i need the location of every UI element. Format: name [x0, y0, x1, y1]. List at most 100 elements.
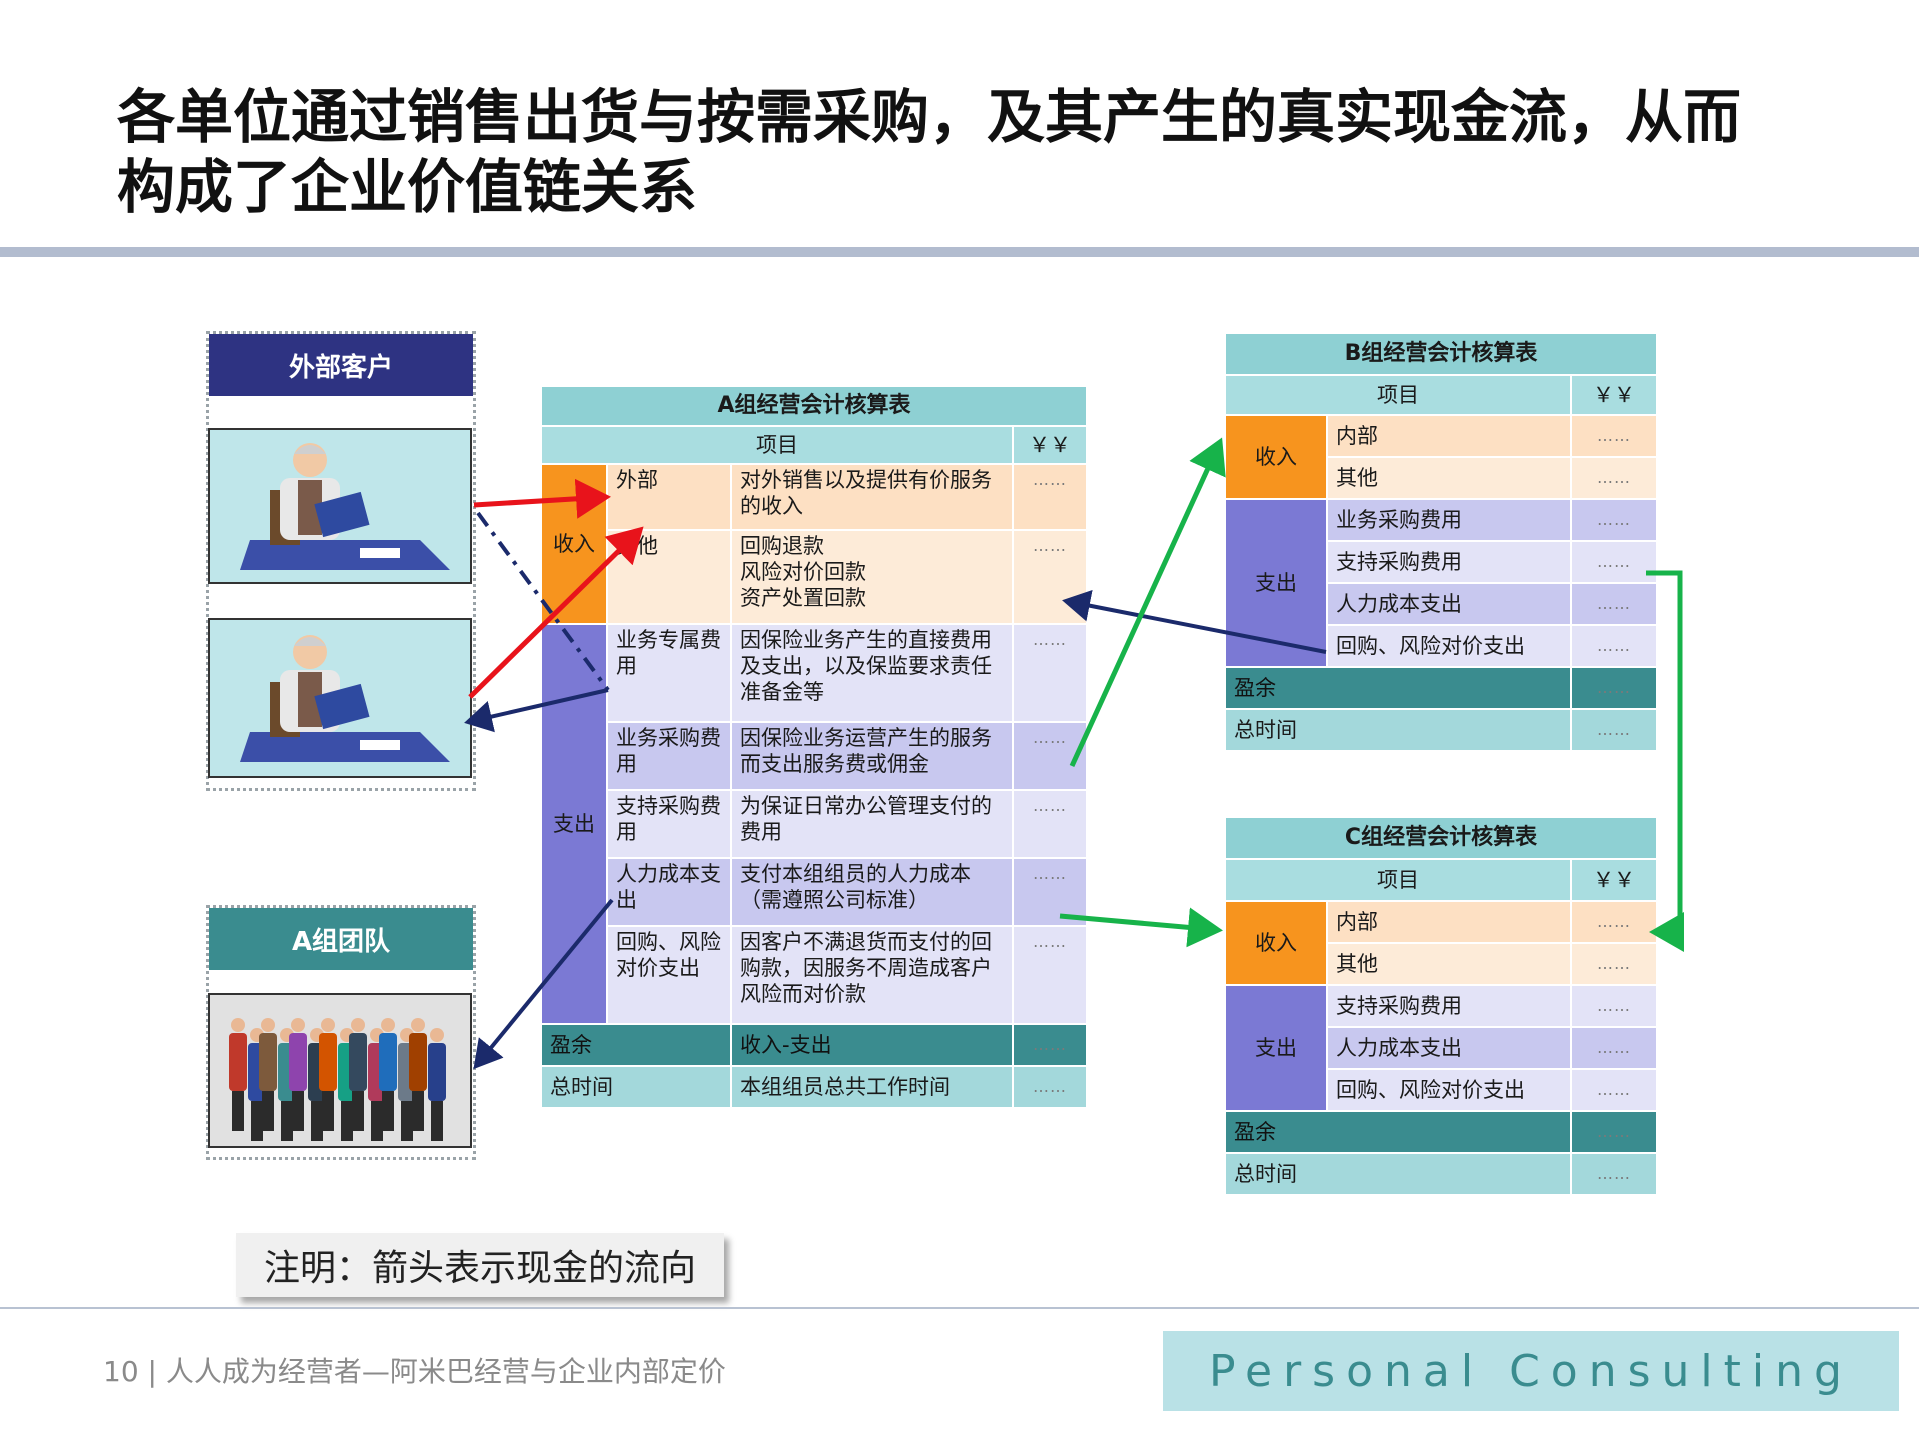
- table-a-row-desc: 因客户不满退货而支付的回购款，因服务不周造成客户风险而对价款: [730, 925, 1014, 1025]
- table-a-row-sub: 外部: [606, 463, 732, 531]
- table-a-row-sub: 业务采购费用: [606, 721, 732, 791]
- team-people-icon: [229, 1018, 446, 1141]
- table-b-income-value: ……: [1569, 414, 1659, 458]
- table-a-expense-category: 支出: [540, 623, 608, 1025]
- table-b-income-item: 内部: [1326, 414, 1572, 458]
- table-a-surplus-label: 盈余: [540, 1023, 732, 1067]
- table-c-title: C组经营会计核算表: [1223, 816, 1659, 860]
- table-c: C组经营会计核算表 项目 ￥￥ 收入 内部 …… 其他 …… 支出 支持采购费用…: [1223, 816, 1659, 1196]
- table-b-col-yen: ￥￥: [1569, 374, 1659, 416]
- table-b-time-value: ……: [1569, 708, 1659, 752]
- table-c-expense-item: 支持采购费用: [1326, 984, 1572, 1028]
- table-a-surplus-desc: 收入-支出: [730, 1023, 1014, 1067]
- table-a-row-desc: 支付本组组员的人力成本（需遵照公司标准）: [730, 857, 1014, 927]
- table-c-col-yen: ￥￥: [1569, 858, 1659, 902]
- person-figure: [428, 1028, 446, 1141]
- table-a-surplus-value: ……: [1011, 1023, 1089, 1067]
- table-a-row-sub: 业务专属费用: [606, 623, 732, 723]
- table-c-expense-item: 回购、风险对价支出: [1326, 1068, 1572, 1112]
- table-b-expense-item: 人力成本支出: [1326, 582, 1572, 626]
- table-a-row-sub: 回购、风险对价支出: [606, 925, 732, 1025]
- table-c-surplus-value: ……: [1569, 1110, 1659, 1154]
- arrow-b-to-c-income: [1646, 570, 1684, 952]
- table-a-row-value: ……: [1011, 789, 1089, 859]
- arrow-b-to-a-other: [1062, 589, 1327, 654]
- table-b-title: B组经营会计核算表: [1223, 332, 1659, 376]
- person-figure: [229, 1018, 247, 1131]
- customer-image-2: [208, 618, 472, 778]
- table-b-expense-value: ……: [1569, 624, 1659, 668]
- table-c-time-value: ……: [1569, 1152, 1659, 1196]
- arrow-a-to-customer: [464, 688, 609, 733]
- table-b-surplus-label: 盈余: [1224, 666, 1572, 710]
- title-divider: [0, 247, 1919, 257]
- note-text: 注明：箭头表示现金的流向: [263, 1248, 696, 1289]
- team-header: A组团队: [209, 908, 473, 970]
- footer-divider: [0, 1307, 1919, 1309]
- table-a-row-desc: 为保证日常办公管理支付的费用: [730, 789, 1014, 859]
- table-c-expense-value: ……: [1569, 1068, 1659, 1112]
- table-c-col-item: 项目: [1224, 858, 1572, 902]
- brand-text: Personal Consulting: [1209, 1345, 1853, 1397]
- table-c-income-item: 内部: [1326, 900, 1572, 944]
- table-a-row-value: ……: [1011, 529, 1089, 625]
- businessman-icon: [240, 443, 450, 570]
- page-title: 各单位通过销售出货与按需采购，及其产生的真实现金流，从而 构成了企业价值链关系: [117, 82, 1817, 222]
- table-c-surplus-label: 盈余: [1224, 1110, 1572, 1154]
- table-b-time-label: 总时间: [1224, 708, 1572, 752]
- table-c-expense-category: 支出: [1224, 984, 1328, 1112]
- table-b-surplus-value: ……: [1569, 666, 1659, 710]
- table-a-row-sub: 支持采购费用: [606, 789, 732, 859]
- arrow-dashed-link: [476, 511, 610, 692]
- note-box: 注明：箭头表示现金的流向: [236, 1233, 724, 1297]
- table-a-col-yen: ￥￥: [1011, 425, 1089, 465]
- person-figure: [289, 1018, 307, 1131]
- table-a-time-label: 总时间: [540, 1065, 732, 1109]
- table-b-expense-item: 回购、风险对价支出: [1326, 624, 1572, 668]
- table-a-row-desc: 对外销售以及提供有价服务的收入: [730, 463, 1014, 531]
- arrow-a-to-team: [473, 898, 614, 1070]
- table-a-row-desc: 因保险业务产生的直接费用及支出，以及保监要求责任准备金等: [730, 623, 1014, 723]
- person-figure: [349, 1018, 367, 1131]
- table-b: B组经营会计核算表 项目 ￥￥ 收入 内部 …… 其他 …… 支出 业务采购费用…: [1223, 332, 1659, 752]
- title-line-1: 各单位通过销售出货与按需采购，及其产生的真实现金流，从而: [117, 83, 1742, 151]
- customer-frame: [206, 331, 476, 791]
- table-a: A组经营会计核算表 项目 ￥￥ 收入 外部 对外销售以及提供有价服务的收入 ………: [539, 385, 1089, 1109]
- businessman-icon: [240, 635, 450, 762]
- person-figure: [409, 1018, 427, 1131]
- table-b-income-value: ……: [1569, 456, 1659, 500]
- table-b-col-item: 项目: [1224, 374, 1572, 416]
- table-a-row-value: ……: [1011, 925, 1089, 1025]
- team-image: [208, 993, 472, 1148]
- team-label: A组团队: [291, 926, 391, 957]
- table-c-time-label: 总时间: [1224, 1152, 1572, 1196]
- table-b-expense-category: 支出: [1224, 498, 1328, 668]
- table-b-expense-value: ……: [1569, 540, 1659, 584]
- arrow-customer-to-a-external: [473, 478, 611, 519]
- arrow-a-to-c-income: [1059, 907, 1223, 948]
- footer-page-info: 10 | 人人成为经营者—阿米巴经营与企业内部定价: [103, 1355, 726, 1388]
- table-a-time-value: ……: [1011, 1065, 1089, 1109]
- table-a-row-value: ……: [1011, 623, 1089, 723]
- table-b-expense-item: 业务采购费用: [1326, 498, 1572, 542]
- table-b-expense-value: ……: [1569, 498, 1659, 542]
- person-figure: [319, 1018, 337, 1131]
- person-figure: [379, 1018, 397, 1131]
- table-a-time-desc: 本组组员总共工作时间: [730, 1065, 1014, 1109]
- customer-label: 外部客户: [288, 352, 393, 383]
- table-a-col-item: 项目: [540, 425, 1014, 465]
- table-a-row-value: ……: [1011, 463, 1089, 531]
- arrow-a-to-b-income: [1069, 437, 1226, 768]
- table-b-expense-value: ……: [1569, 582, 1659, 626]
- title-line-2: 构成了企业价值链关系: [117, 153, 698, 221]
- table-c-expense-value: ……: [1569, 984, 1659, 1028]
- table-c-expense-value: ……: [1569, 1026, 1659, 1070]
- arrow-customer-to-a-other: [468, 526, 644, 699]
- table-a-row-desc: 回购退款 风险对价回款 资产处置回款: [730, 529, 1014, 625]
- brand-banner: Personal Consulting: [1163, 1331, 1899, 1411]
- table-a-title: A组经营会计核算表: [539, 385, 1089, 427]
- table-a-row-sub: 人力成本支出: [606, 857, 732, 927]
- table-a-row-desc: 因保险业务运营产生的服务而支出服务费或佣金: [730, 721, 1014, 791]
- team-frame: [206, 905, 476, 1160]
